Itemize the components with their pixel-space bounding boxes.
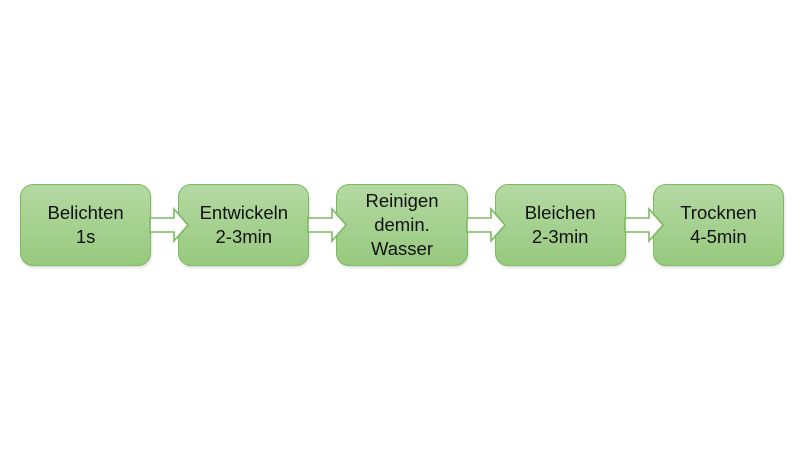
step-entwickeln-label: Entwickeln 2-3min bbox=[200, 201, 288, 249]
arrow-right-icon bbox=[149, 207, 190, 243]
step-belichten-label: Belichten 1s bbox=[48, 201, 124, 249]
connector-2[interactable] bbox=[307, 184, 348, 266]
arrow-right-icon bbox=[307, 207, 348, 243]
step-reinigen-label: Reinigen demin. Wasser bbox=[365, 189, 438, 261]
step-bleichen[interactable]: Bleichen 2-3min bbox=[494, 184, 626, 266]
step-line: 1s bbox=[75, 226, 96, 247]
arrow-right-icon bbox=[624, 207, 664, 243]
step-line: Entwickeln bbox=[199, 202, 289, 223]
arrow-right-icon bbox=[465, 207, 506, 243]
step-line: 2-3min bbox=[215, 226, 273, 247]
process-flowchart: Belichten 1s Entwickeln 2-3min Reinigen … bbox=[20, 184, 785, 266]
step-line: Bleichen bbox=[524, 202, 596, 223]
connector-3[interactable] bbox=[465, 184, 506, 266]
step-line: 2-3min bbox=[531, 226, 589, 247]
step-entwickeln[interactable]: Entwickeln 2-3min bbox=[178, 184, 310, 266]
step-trocknen[interactable]: Trocknen 4-5min bbox=[652, 184, 785, 266]
connector-1[interactable] bbox=[149, 184, 190, 266]
connector-4[interactable] bbox=[624, 184, 664, 266]
step-line: Belichten bbox=[47, 202, 124, 223]
step-line: Wasser bbox=[370, 238, 433, 259]
step-reinigen[interactable]: Reinigen demin. Wasser bbox=[336, 184, 468, 266]
step-line: Trocknen bbox=[680, 202, 757, 223]
step-line: Reinigen bbox=[365, 190, 439, 211]
step-belichten[interactable]: Belichten 1s bbox=[20, 184, 152, 266]
step-line: demin. bbox=[374, 214, 430, 235]
step-trocknen-label: Trocknen 4-5min bbox=[680, 201, 756, 249]
step-line: 4-5min bbox=[690, 226, 747, 247]
step-bleichen-label: Bleichen 2-3min bbox=[525, 201, 596, 249]
